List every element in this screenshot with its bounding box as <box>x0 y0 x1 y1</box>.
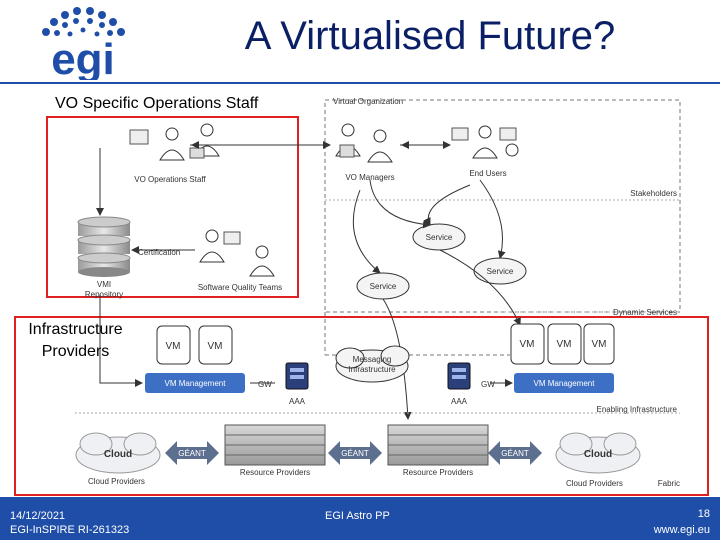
vm-management-left <box>145 373 245 393</box>
vm-management-right <box>514 373 614 393</box>
stakeholders-label: Stakeholders <box>630 189 677 198</box>
header-divider <box>0 82 720 84</box>
diagram-connectors <box>75 141 680 420</box>
geant-link-3 <box>488 441 542 465</box>
virtual-organization-label: Virtual Organization <box>333 97 403 106</box>
vmi-repository-icon <box>77 216 131 277</box>
cloud-right-icon <box>555 432 641 474</box>
infra-label-line1: Infrastructure <box>28 321 123 338</box>
resource-providers-right-icon <box>387 424 489 466</box>
end-users-icon <box>451 125 519 159</box>
messaging-label-1: Messaging <box>353 355 392 364</box>
vm-box-3 <box>510 323 545 365</box>
vm-box-2 <box>198 325 233 365</box>
software-quality-teams-label: Software Quality Teams <box>198 283 282 292</box>
end-users-label: End Users <box>469 169 506 178</box>
geant-label-2: GÉANT <box>341 449 369 458</box>
aaa-left-label: AAA <box>289 397 306 406</box>
vm-label-2: VM <box>208 341 223 352</box>
gw-left-label: GW <box>258 380 272 389</box>
resource-providers-left-label: Resource Providers <box>240 468 310 477</box>
egi-logo: egi <box>42 7 125 80</box>
aaa-right-icon <box>447 362 471 390</box>
vm-box-4 <box>547 323 582 365</box>
vo-operations-staff-label: VO Operations Staff <box>134 175 206 184</box>
footer-project: EGI-InSPIRE RI-261323 <box>10 524 130 536</box>
resource-providers-right-label: Resource Providers <box>403 468 473 477</box>
cloud-providers-left-label: Cloud Providers <box>88 477 145 486</box>
fabric-label: Fabric <box>658 479 680 488</box>
certification-label: Certification <box>138 248 180 257</box>
logo-dots-icon <box>42 7 125 37</box>
messaging-label-2: Infrastructure <box>348 365 396 374</box>
service-label-2: Service <box>487 267 514 276</box>
vo-staff-highlight <box>46 116 299 298</box>
vm-label-5: VM <box>592 339 607 350</box>
slide-title: A Virtualised Future? <box>244 14 616 58</box>
vm-management-left-label: VM Management <box>165 379 227 388</box>
resource-providers-left-icon <box>224 424 326 466</box>
footer-date: 14/12/2021 <box>10 510 66 522</box>
vo-managers-icon <box>335 123 393 163</box>
architecture-diagram: Virtual Organization Stakeholders VO Ope… <box>14 97 709 496</box>
vo-operations-staff-icon <box>129 123 220 161</box>
footer-url[interactable]: www.egi.eu <box>653 524 710 536</box>
service-label-1: Service <box>426 233 453 242</box>
logo-text: egi <box>51 35 115 80</box>
software-quality-teams-icon <box>199 229 275 277</box>
vm-label-1: VM <box>166 341 181 352</box>
service-bubble-1 <box>412 223 466 251</box>
vm-box-5 <box>583 323 615 365</box>
vm-label-4: VM <box>557 339 572 350</box>
cloud-left-label: Cloud <box>104 449 132 460</box>
vmi-repository-label-2: Repository <box>85 290 123 299</box>
infrastructure-highlight <box>14 316 709 496</box>
footer-bar <box>0 497 720 540</box>
cloud-left-icon <box>75 432 161 474</box>
infra-label-line2: Providers <box>41 343 110 360</box>
geant-link-1 <box>165 441 219 465</box>
gw-right-label: GW <box>481 380 495 389</box>
footer-page-number: 18 <box>697 508 710 520</box>
vmi-repository-label-1: VMI <box>97 280 111 289</box>
geant-label-3: GÉANT <box>501 449 529 458</box>
cloud-providers-right-label: Cloud Providers <box>566 479 623 488</box>
virtual-organization-box <box>324 99 681 313</box>
geant-label-1: GÉANT <box>178 449 206 458</box>
aaa-right-label: AAA <box>451 397 468 406</box>
vo-staff-label: VO Specific Operations Staff <box>55 95 259 112</box>
geant-link-2 <box>328 441 382 465</box>
enabling-infrastructure-label: Enabling Infrastructure <box>597 405 678 414</box>
vm-management-right-label: VM Management <box>534 379 596 388</box>
vo-managers-label: VO Managers <box>345 173 394 182</box>
aaa-left-icon <box>285 362 309 390</box>
dynamic-services-label: Dynamic Services <box>613 308 677 317</box>
service-label-3: Service <box>370 282 397 291</box>
vm-box-1 <box>156 325 191 365</box>
vm-label-3: VM <box>520 339 535 350</box>
footer-event: EGI Astro PP <box>325 510 390 522</box>
cloud-right-label: Cloud <box>584 449 612 460</box>
messaging-cloud-icon <box>335 345 410 383</box>
